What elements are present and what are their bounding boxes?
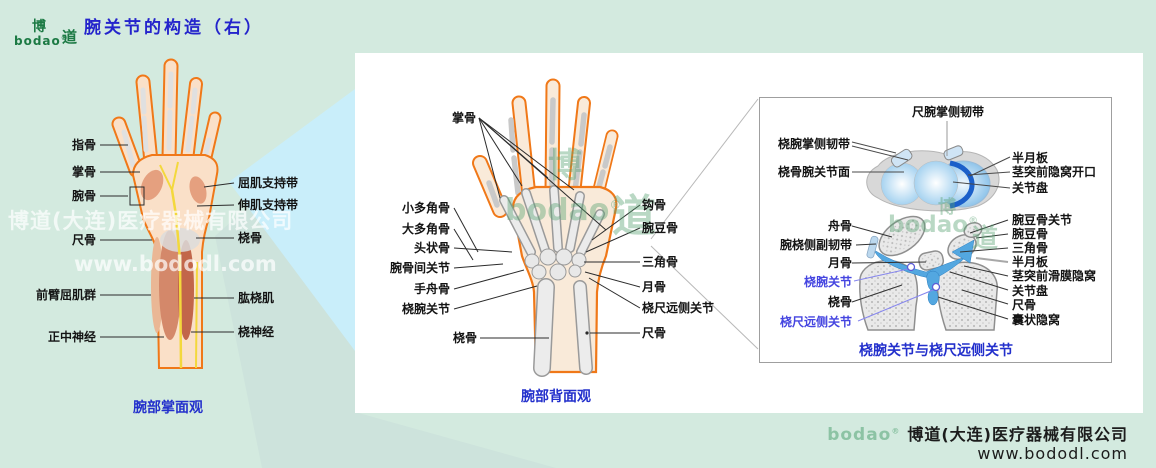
detail-watermark-word: bodao <box>888 212 969 238</box>
detail-label-articular-disc: 关节盘 <box>1012 284 1049 298</box>
palm-label-flexors: 前臂屈肌群 <box>35 288 96 302</box>
palm-arm-illustration <box>111 58 222 369</box>
watermark-company: 博道(大连)医疗器械有限公司 <box>8 209 294 233</box>
footer-company: 博道(大连)医疗器械有限公司 <box>907 425 1128 444</box>
detail-label-radius: 桡骨 <box>827 295 852 309</box>
zoom-cone <box>229 89 355 351</box>
detail-watermark-char1: 博 <box>938 197 956 218</box>
dorsal-arm-illustration <box>472 78 619 377</box>
palm-label-radial-nerve: 桡神经 <box>238 325 275 339</box>
detail-label-meniscus: 半月板 <box>1012 255 1049 269</box>
palm-label-flexor-retinaculum: 屈肌支持带 <box>238 176 299 190</box>
header-logo: bodao® 博 道 <box>14 19 77 49</box>
detail-label-radial-collateral-ligament: 腕桡侧副韧带 <box>779 238 852 252</box>
dorsal-label-intercarpal-joint: 腕骨间关节 <box>389 261 450 275</box>
palm-label-metacarpals: 掌骨 <box>71 165 96 179</box>
detail-panel-box <box>759 97 1112 363</box>
detail-label-pisiform-joint: 腕豆骨关节 <box>1012 213 1073 227</box>
dorsal-label-hamate: 钩骨 <box>642 198 667 212</box>
palm-label-radius: 桡骨 <box>238 231 263 245</box>
palm-label-phalanges: 指骨 <box>71 138 96 152</box>
watermark-logo-char2: 道 <box>612 191 656 242</box>
detail-label-radiocarpal-joint: 桡腕关节 <box>803 275 852 289</box>
detail-watermark-char2: 道 <box>972 224 999 254</box>
header-logo-char1: 博 <box>32 19 46 35</box>
detail-label-meniscus-top: 半月板 <box>1012 151 1049 165</box>
dorsal-label-trapezium: 大多角骨 <box>401 222 450 236</box>
dorsal-label-triquetrum: 三角骨 <box>642 255 679 269</box>
dorsal-label-ulna: 尺骨 <box>642 326 667 340</box>
detail-label-ulna: 尺骨 <box>1012 298 1037 312</box>
watermark-logo-char1: 博 <box>548 146 582 186</box>
header-logo-char2: 道 <box>62 28 78 46</box>
dorsal-label-metacarpals: 掌骨 <box>451 111 476 125</box>
palm-label-extensor-retinaculum: 伸肌支持带 <box>238 198 299 212</box>
dorsal-label-radiocarpal-joint: 桡腕关节 <box>401 302 450 316</box>
detail-label-articular-disc-top: 关节盘 <box>1012 181 1049 195</box>
detail-label-triquetrum: 三角骨 <box>1012 241 1049 255</box>
footer-logo: bodao® <box>827 425 901 445</box>
detail-label-pisiform: 腕豆骨 <box>1012 227 1049 241</box>
dorsal-caption: 腕部背面观 <box>521 389 591 405</box>
dorsal-label-scaphoid: 手舟骨 <box>413 282 450 296</box>
detail-label-ulnocarpal-ligament: 尺腕掌侧韧带 <box>911 105 984 119</box>
footer-website: www.bododl.com <box>977 444 1128 463</box>
dorsal-leader-lines <box>453 117 641 339</box>
detail-label-sacciform-recess: 囊状隐窝 <box>1012 313 1061 327</box>
dorsal-label-lunate: 月骨 <box>642 280 667 294</box>
joint-surface-leaders <box>851 121 1011 189</box>
detail-watermark-text: bodao® <box>888 212 978 238</box>
palm-label-carpals: 腕骨 <box>71 189 96 203</box>
palm-label-brachioradialis: 肱桡肌 <box>238 291 275 305</box>
detail-watermark-reg: ® <box>968 215 979 227</box>
header-logo-word: bodao® <box>14 34 69 48</box>
detail-label-radiocarpal-ligament: 桡腕掌侧韧带 <box>777 137 850 151</box>
palm-caption: 腕部掌面观 <box>133 400 203 416</box>
detail-caption: 桡腕关节与桡尺远侧关节 <box>859 343 1013 359</box>
dorsal-label-pisiform: 腕豆骨 <box>642 221 679 235</box>
detail-label-prestyloid-opening: 茎突前隐窝开口 <box>1012 165 1097 179</box>
dorsal-label-distal-radioulnar-joint: 桡尺远侧关节 <box>642 301 715 315</box>
footer: bodao® 博道(大连)医疗器械有限公司 <box>827 421 1128 445</box>
detail-label-scaphoid: 舟骨 <box>827 219 852 233</box>
dorsal-label-capitate: 头状骨 <box>413 241 450 255</box>
watermark-logo-reg: ® <box>609 198 622 212</box>
watermark-logo-word: bodao <box>505 193 610 228</box>
dorsal-label-radius: 桡骨 <box>452 331 477 345</box>
detail-label-distal-radioulnar-joint: 桡尺远侧关节 <box>779 315 852 329</box>
radiocarpal-section-leaders <box>851 219 1009 322</box>
palm-leader-lines <box>100 144 235 338</box>
watermark-website: www.bododl.com <box>74 252 277 276</box>
detail-projection-lines <box>650 98 759 350</box>
detail-label-lunate: 月骨 <box>827 256 852 270</box>
detail-label-radial-articular-surface: 桡骨腕关节面 <box>777 165 850 179</box>
palm-label-median-nerve: 正中神经 <box>47 330 96 344</box>
palm-label-ulna: 尺骨 <box>71 233 96 247</box>
page-title: 腕关节的构造（右） <box>84 18 264 38</box>
detail-label-prestyloid-recess: 茎突前滑膜隐窝 <box>1012 269 1097 283</box>
watermark-logo-text: bodao® <box>505 193 621 228</box>
dorsal-label-trapezoid: 小多角骨 <box>401 201 450 215</box>
radiocarpal-section-diagram <box>859 215 998 331</box>
